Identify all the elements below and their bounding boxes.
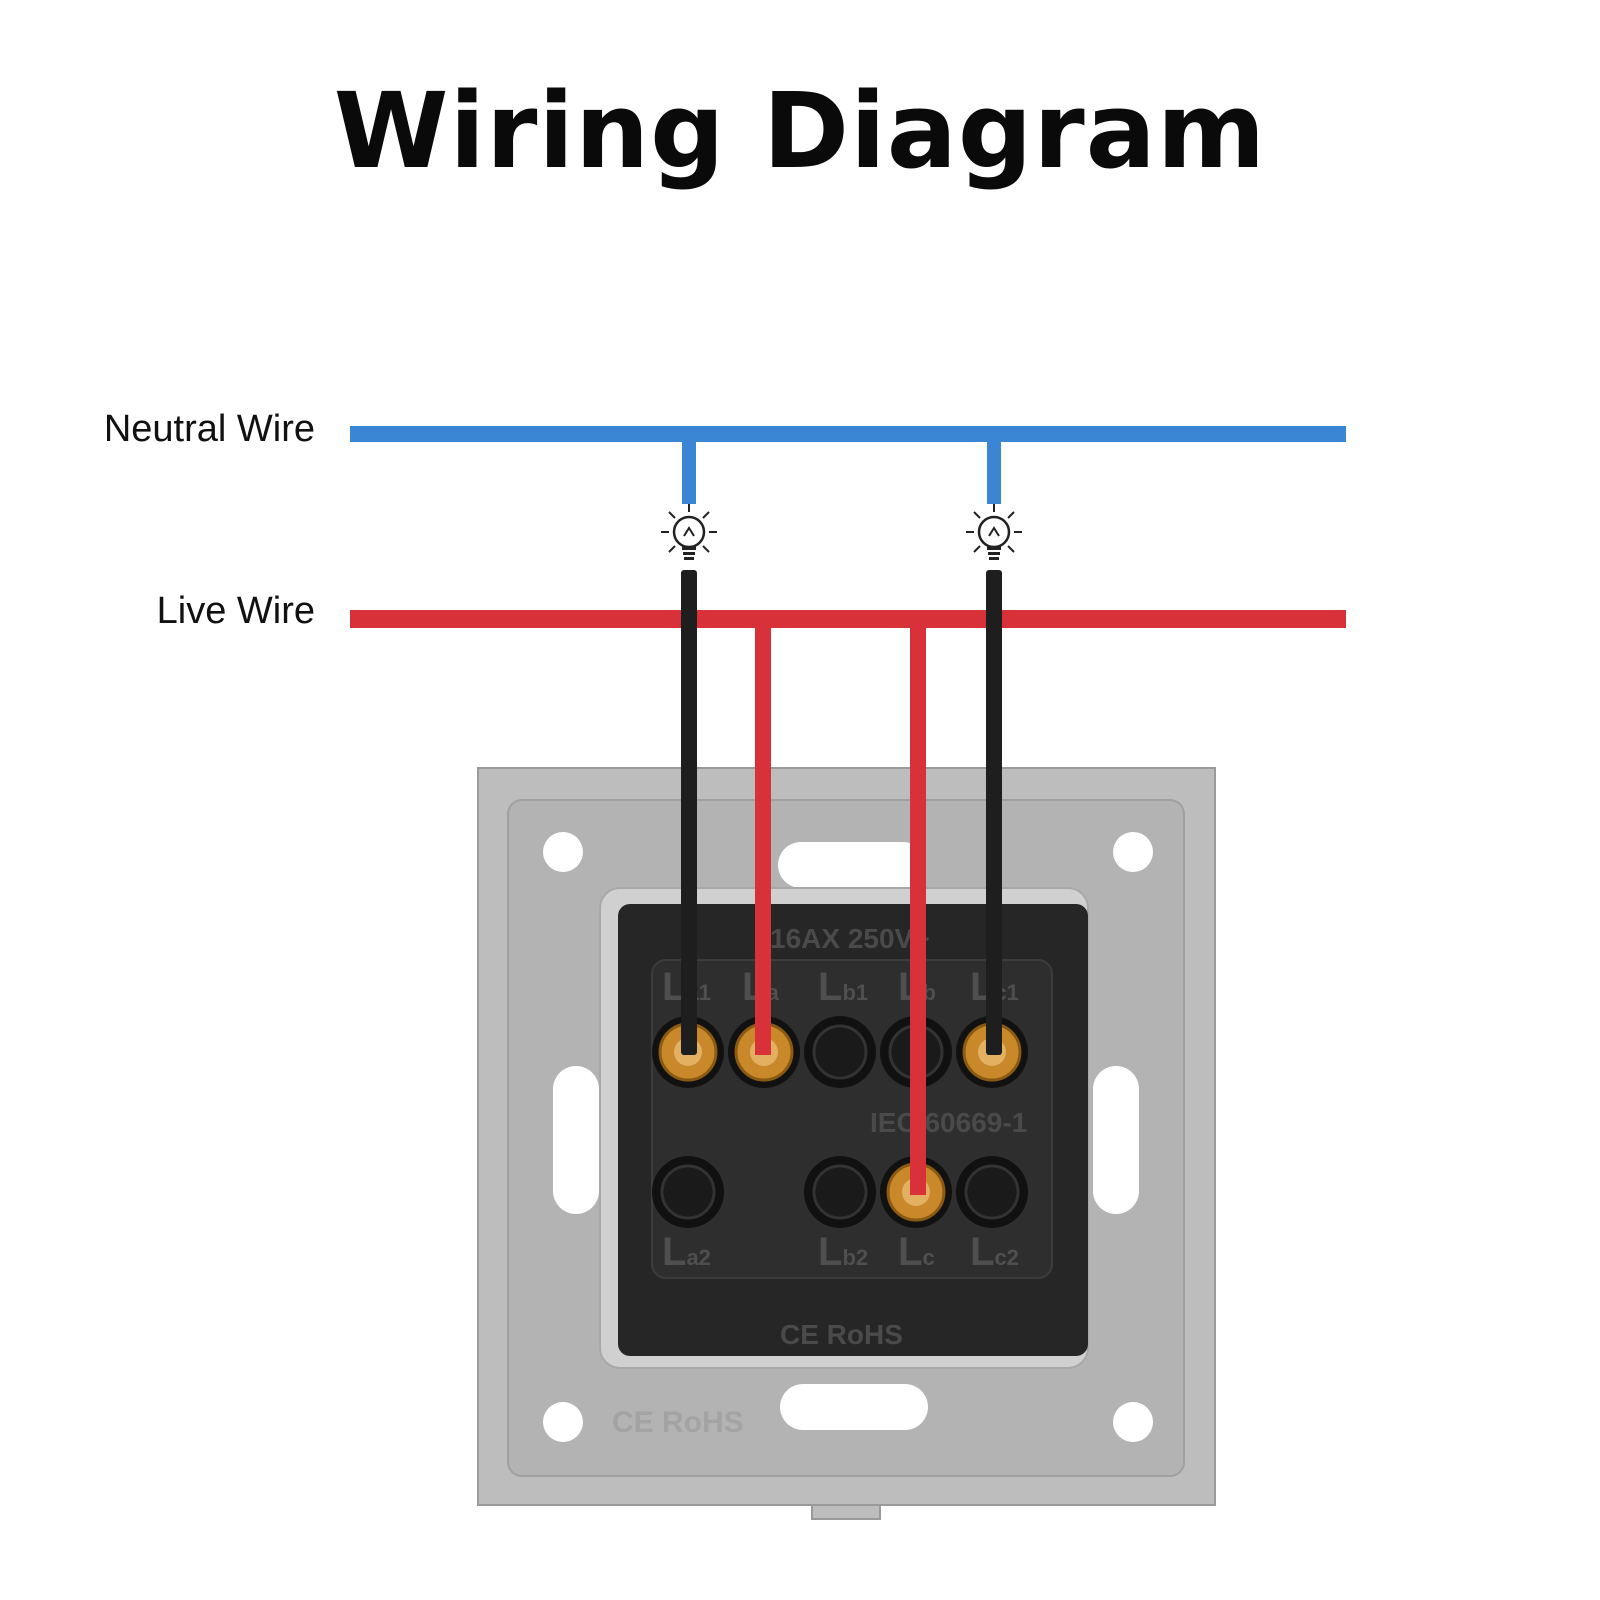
slot-top [778, 842, 926, 888]
switch-module: 16AX 250V~ IEC 60669-1 CE RoHS La1 La Lb… [599, 887, 1089, 1369]
slot-bottom [780, 1384, 928, 1430]
live-feed-la [755, 620, 771, 1055]
terminal-lb2 [804, 1156, 876, 1228]
light-bulb-icon [661, 504, 717, 560]
terminal-lc2 [956, 1156, 1028, 1228]
switch-rating: 16AX 250V~ [770, 923, 930, 954]
screw-hole-top-left [543, 832, 583, 872]
screw-hole-bottom-right [1113, 1402, 1153, 1442]
terminal-la2 [652, 1156, 724, 1228]
terminal-lb1 [804, 1016, 876, 1088]
live-feed-lc [910, 620, 926, 1195]
screw-hole-bottom-left [543, 1402, 583, 1442]
neutral-wire [350, 426, 1346, 504]
plate-marks: CE RoHS [612, 1406, 744, 1439]
screw-hole-top-right [1113, 832, 1153, 872]
load-wire-2 [986, 570, 1002, 1055]
slot-left [553, 1066, 599, 1214]
module-marks: CE RoHS [780, 1319, 903, 1350]
neutral-drop-1 [682, 434, 696, 504]
neutral-wire-label: Neutral Wire [103, 408, 315, 450]
light-bulb-icon [966, 504, 1022, 560]
switch-standard: IEC 60669-1 [870, 1107, 1027, 1138]
load-wire-1 [681, 570, 697, 1055]
live-wire [350, 610, 1346, 628]
diagram-title: Wiring Diagram [333, 70, 1267, 192]
neutral-drop-2 [987, 434, 1001, 504]
slot-right [1093, 1066, 1139, 1214]
live-wire-label: Live Wire [156, 590, 315, 632]
